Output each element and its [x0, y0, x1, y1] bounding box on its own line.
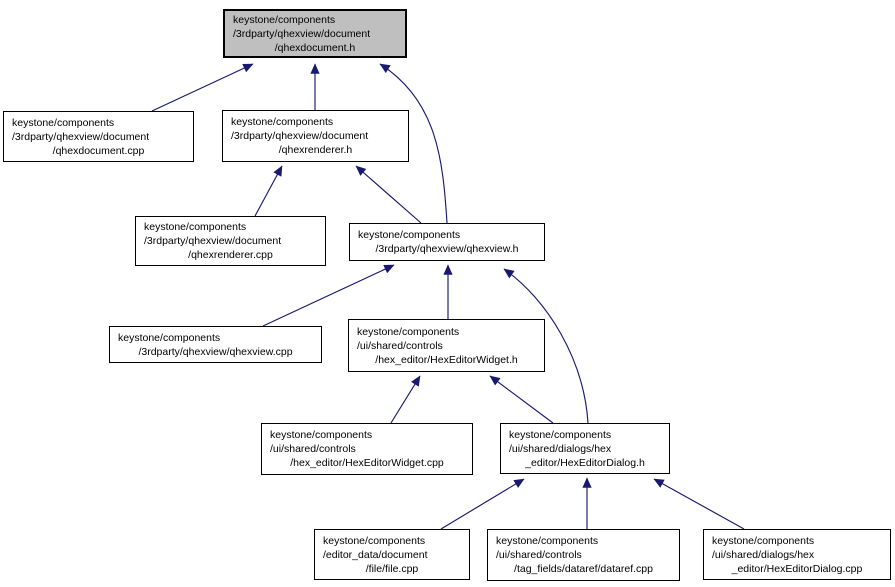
node-label-line: /3rdparty/qhexview/qhexview.cpp [138, 345, 293, 358]
node-label-line: /hex_editor/HexEditorWidget.cpp [290, 457, 444, 469]
include-edge-qhexrenderer-cpp-to-qhexrenderer-h [254, 165, 283, 217]
node-label-line: /qhexrenderer.cpp [188, 249, 273, 261]
node-label-line: keystone/components [496, 535, 599, 547]
include-edge-qhexdocument-cpp-to-qhexdocument-h [151, 63, 254, 112]
graph-node-hexeditorwidget-h[interactable]: keystone/components/ui/shared/controls/h… [348, 319, 545, 372]
node-label-line: /ui/shared/dialogs/hex [712, 548, 815, 561]
node-label-line: /hex_editor/HexEditorWidget.h [375, 353, 518, 366]
node-label-line: keystone/components [144, 221, 247, 233]
node-label-line: keystone/components [270, 429, 373, 441]
node-label-line: /ui/shared/controls [357, 339, 443, 352]
node-label-line: keystone/components [323, 534, 426, 547]
node-label-line: _editor/HexEditorDialog.h [525, 456, 645, 469]
node-label-line: keystone/components [712, 534, 815, 547]
node-label-line: /tag_fields/dataref/dataref.cpp [514, 563, 653, 575]
include-edge-hexeditordialog-cpp-to-hexeditordialog-h [653, 478, 745, 530]
node-label-line: /editor_data/document [323, 548, 428, 561]
node-label-line: keystone/components [357, 325, 460, 338]
graph-node-qhexview-cpp[interactable]: keystone/components/3rdparty/qhexview/qh… [109, 326, 322, 363]
node-label-line: /ui/shared/dialogs/hex [509, 442, 612, 455]
graph-node-qhexrenderer-h[interactable]: keystone/components/3rdparty/qhexview/do… [222, 110, 409, 162]
include-edge-qhexview-h-to-qhexrenderer-h [355, 165, 422, 224]
graph-node-qhexdocument-cpp[interactable]: keystone/components/3rdparty/qhexview/do… [3, 111, 194, 162]
graph-node-hexeditordialog-cpp[interactable]: keystone/components/ui/shared/dialogs/he… [703, 529, 891, 580]
graph-node-qhexdocument-h: keystone/components/3rdparty/qhexview/do… [223, 9, 407, 58]
node-label-line: /3rdparty/qhexview/document [231, 130, 369, 142]
node-label-line: /qhexdocument.h [274, 41, 356, 54]
node-label-line: keystone/components [358, 229, 461, 241]
node-label-line: /qhexrenderer.h [278, 144, 353, 156]
graph-node-hexeditorwidget-cpp[interactable]: keystone/components/ui/shared/controls/h… [261, 423, 473, 475]
node-label-line: keystone/components [231, 116, 334, 128]
include-edge-hexeditorwidget-cpp-to-hexeditorwidget-h [390, 375, 421, 424]
node-label-line: /3rdparty/qhexview/document [144, 235, 282, 247]
node-label-line: /qhexdocument.cpp [52, 144, 145, 157]
node-label-line: keystone/components [12, 116, 115, 129]
node-label-line: /3rdparty/qhexview/document [233, 27, 371, 40]
node-label-line: keystone/components [233, 13, 336, 26]
node-label-line: keystone/components [118, 331, 221, 344]
node-label-line: /file/file.cpp [365, 562, 419, 575]
node-label-line: keystone/components [509, 428, 612, 441]
graph-node-file-cpp[interactable]: keystone/components/editor_data/document… [314, 529, 470, 580]
node-label-line: /ui/shared/controls [270, 443, 356, 455]
graph-node-hexeditordialog-h[interactable]: keystone/components/ui/shared/dialogs/he… [500, 423, 670, 474]
graph-node-dataref-cpp[interactable]: keystone/components/ui/shared/controls/t… [487, 529, 680, 581]
node-label-line: /3rdparty/qhexview/document [12, 130, 150, 143]
graph-node-qhexview-h[interactable]: keystone/components/3rdparty/qhexview/qh… [349, 223, 545, 261]
node-label-line: _editor/HexEditorDialog.cpp [731, 562, 863, 575]
include-edge-hexeditordialog-h-to-hexeditorwidget-h [489, 375, 554, 424]
graph-node-qhexrenderer-cpp[interactable]: keystone/components/3rdparty/qhexview/do… [135, 216, 326, 266]
node-label-line: /3rdparty/qhexview/qhexview.h [375, 243, 519, 255]
include-edge-qhexview-cpp-to-qhexview-h [262, 264, 395, 327]
node-label-line: /ui/shared/controls [496, 549, 582, 561]
include-edge-file-cpp-to-hexeditordialog-h [440, 478, 525, 530]
